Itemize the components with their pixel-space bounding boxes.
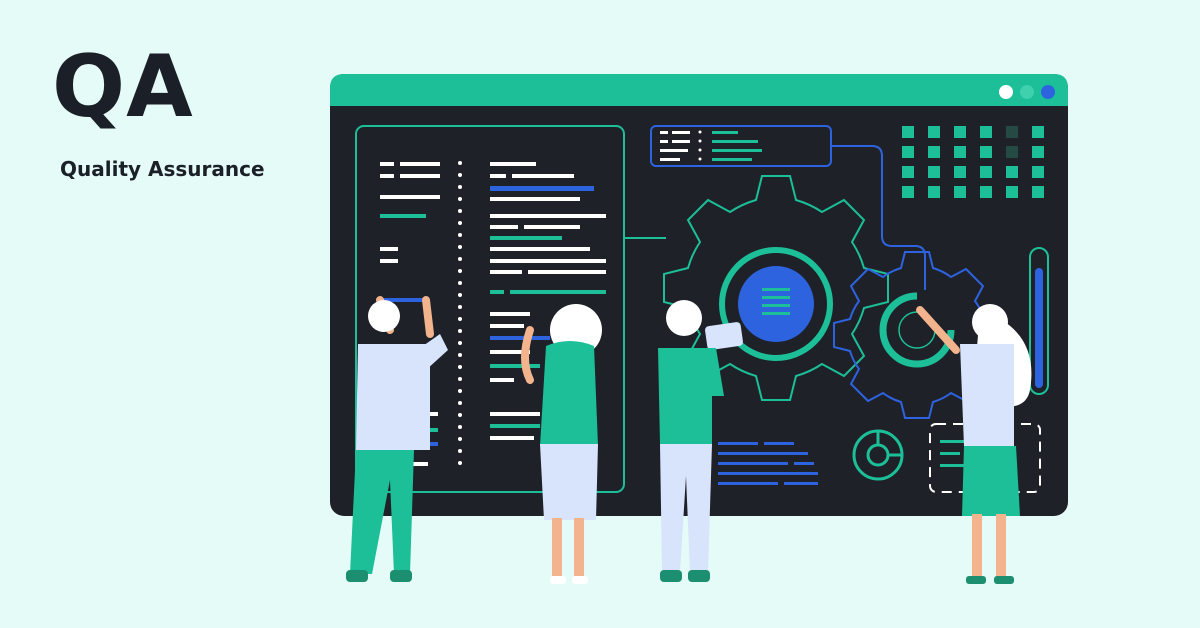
window-dot-blue <box>1041 85 1055 99</box>
person-middle-left <box>521 304 602 584</box>
window-dot-white <box>999 85 1013 99</box>
window-dot-teal <box>1020 85 1034 99</box>
person-left <box>346 296 448 582</box>
person-right <box>916 304 1032 584</box>
person-middle-right <box>658 300 743 582</box>
large-gear-icon <box>663 175 889 401</box>
page-title: QA <box>52 37 194 137</box>
donut-chart-icon <box>852 429 904 481</box>
info-box <box>650 125 926 290</box>
log-lines <box>718 442 818 485</box>
tablet-icon <box>705 322 743 350</box>
monitor <box>330 74 1068 516</box>
vertical-slider <box>1029 247 1049 395</box>
status-grid <box>902 126 1044 198</box>
code-panel <box>355 125 625 493</box>
page-subtitle: Quality Assurance <box>60 157 265 181</box>
